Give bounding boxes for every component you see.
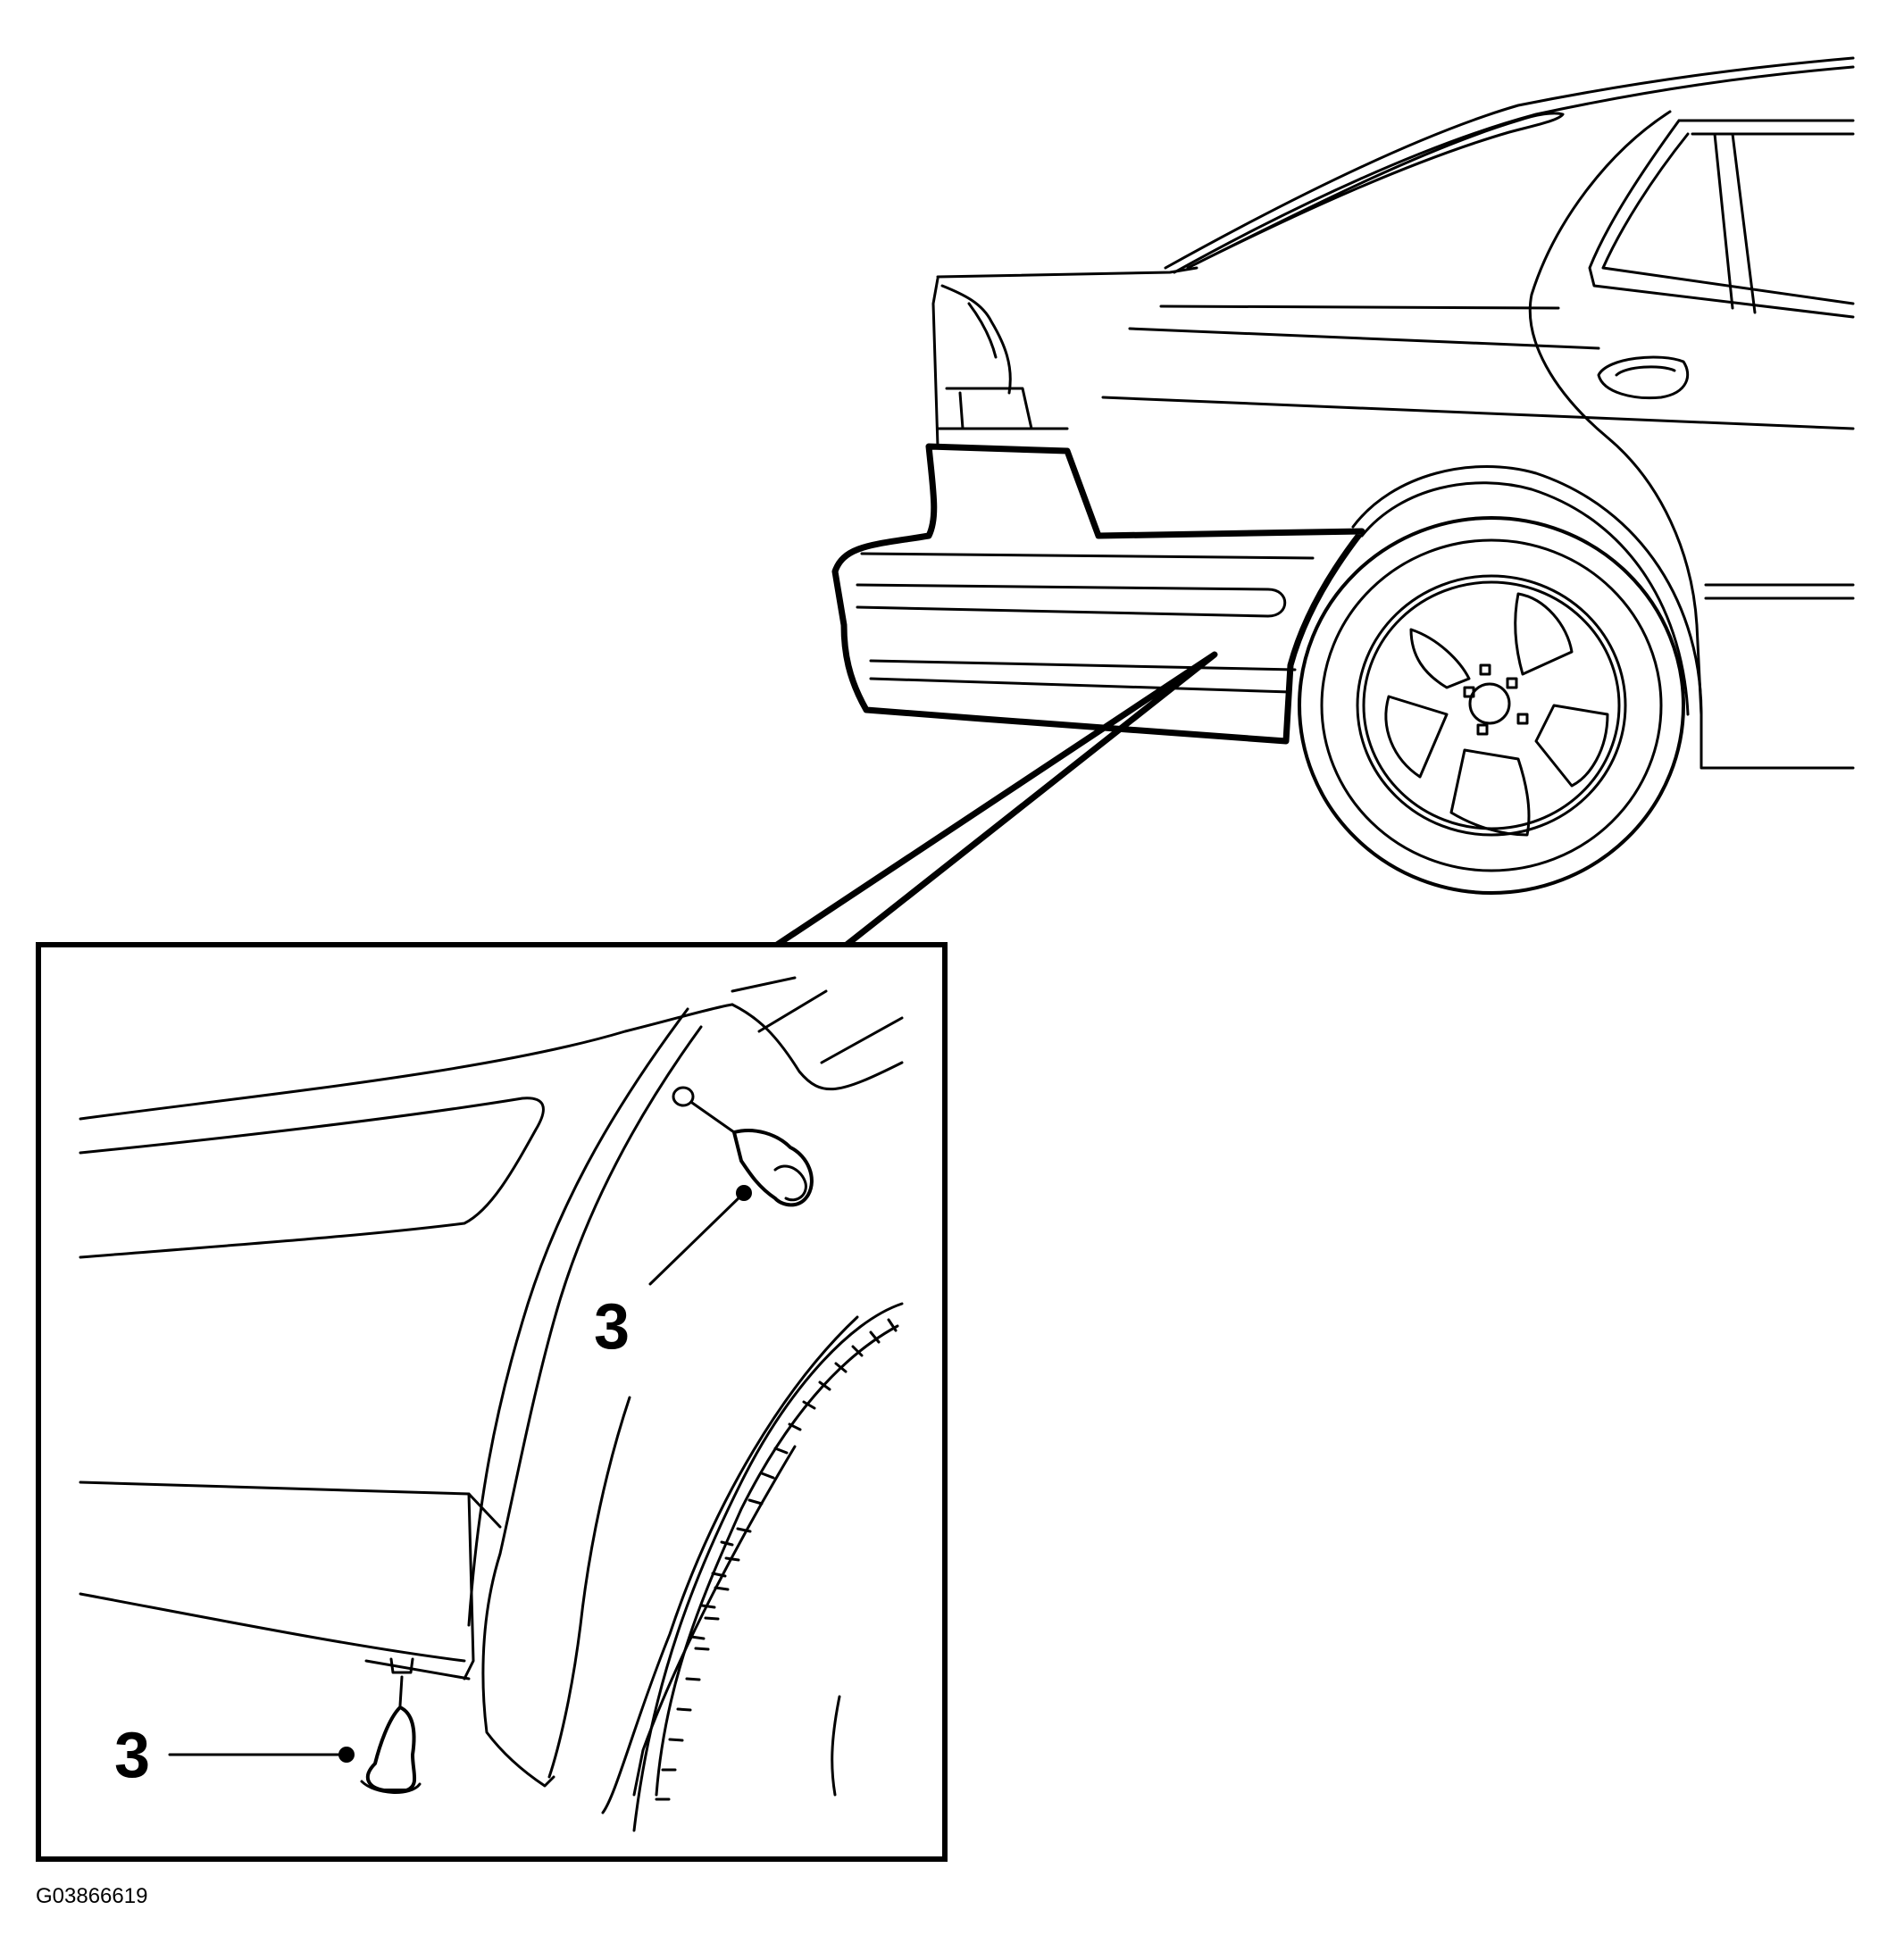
- wheel-arch-inner: [1360, 481, 1690, 716]
- detail-reflector: [79, 1097, 545, 1259]
- detail-body-edge-2: [731, 1003, 904, 1091]
- detail-fender-edge: [820, 1016, 904, 1064]
- rear-door-edge: [1528, 110, 1703, 716]
- spoke-window-4: [1449, 748, 1531, 837]
- lug-nut-2: [1506, 677, 1518, 689]
- figure-id: G03866619: [36, 1884, 147, 1908]
- lug-nut-4: [1476, 723, 1489, 736]
- body-line-3: [1101, 396, 1855, 430]
- body-line-1: [1159, 304, 1560, 310]
- upper-clip-head: [773, 1164, 807, 1202]
- tire-inner: [1320, 538, 1663, 872]
- detail-bumper-arch-inner: [481, 1025, 703, 1788]
- detail-view: [79, 976, 904, 1832]
- detail-tire-inner: [632, 1445, 841, 1797]
- detail-bumper-bottom: [463, 1492, 475, 1681]
- bumper-groove-2: [856, 583, 1287, 618]
- rear-bumper-outline: [831, 443, 1365, 745]
- detail-liner-outer: [632, 1302, 904, 1832]
- rim-outer: [1356, 574, 1627, 837]
- detail-liner-ticks: [655, 1318, 898, 1801]
- lower-fastener: 3: [114, 1657, 422, 1794]
- car-rear-view: [831, 56, 1855, 895]
- lower-mounting-slot: [389, 1657, 414, 1674]
- body-line-2: [1128, 327, 1600, 350]
- trunk-lid: [936, 266, 1198, 279]
- tail-light-upper: [940, 284, 1012, 395]
- callout-label-upper: 3: [594, 1291, 630, 1363]
- detail-bumper-line-2: [79, 1592, 466, 1663]
- rear-door-window: [1588, 119, 1855, 319]
- tire-outer: [1298, 516, 1685, 895]
- bumper-groove-4: [869, 677, 1292, 694]
- bumper-groove-3: [869, 659, 1297, 671]
- bumper-groove-1: [860, 552, 1315, 560]
- detail-bumper-lip: [547, 1396, 631, 1779]
- detail-bumper-arch-outer: [467, 1007, 689, 1627]
- upper-fastener-path: [690, 1101, 736, 1134]
- lug-nut-1: [1463, 686, 1475, 698]
- tail-light-lower: [945, 387, 1033, 430]
- tail-light-divider: [958, 391, 965, 430]
- detail-bumper-line-1: [79, 1480, 502, 1529]
- rocker-line: [1704, 583, 1855, 600]
- spoke-window-2: [1514, 592, 1574, 676]
- roof-line-inner: [1164, 56, 1855, 270]
- door-handle-inner: [1615, 365, 1676, 377]
- upper-mounting-hole: [672, 1086, 695, 1107]
- detail-body-edge: [79, 1003, 734, 1121]
- detail-trunk-line-2: [757, 989, 828, 1033]
- upper-clip: [732, 1129, 814, 1207]
- lower-fastener-path: [398, 1675, 404, 1707]
- detail-bumper-underside: [364, 1659, 471, 1681]
- zoom-pointer: [773, 651, 1218, 948]
- rear-door-window-inner: [1601, 132, 1855, 305]
- roof-line: [1173, 65, 1855, 274]
- spoke-window-3: [1534, 704, 1609, 788]
- trunk-edge: [931, 277, 940, 448]
- upper-leader-line: [648, 1191, 746, 1286]
- lower-clip: [365, 1706, 417, 1792]
- sill-line: [1699, 713, 1855, 770]
- detail-frame: [36, 942, 948, 1862]
- spoke-window-5: [1384, 695, 1449, 779]
- lug-nut-3: [1516, 713, 1529, 725]
- wheel-hub: [1468, 682, 1511, 725]
- window-pillar: [1713, 132, 1757, 314]
- upper-fastener: 3: [594, 1086, 814, 1363]
- detail-tire-edge: [601, 1315, 859, 1814]
- door-handle: [1597, 355, 1690, 400]
- lower-clip-head: [360, 1780, 422, 1794]
- detail-liner-ticks-inner: [689, 1540, 734, 1640]
- lug-nut-5: [1479, 663, 1491, 676]
- rim-edge: [1362, 580, 1621, 830]
- wheel-arch-outer: [1351, 465, 1703, 716]
- tail-light-curve: [967, 302, 998, 359]
- detail-trunk-line-1: [731, 976, 797, 993]
- spoke-window-1: [1409, 628, 1471, 689]
- callout-label-lower: 3: [114, 1720, 150, 1791]
- rear-window: [1186, 112, 1565, 270]
